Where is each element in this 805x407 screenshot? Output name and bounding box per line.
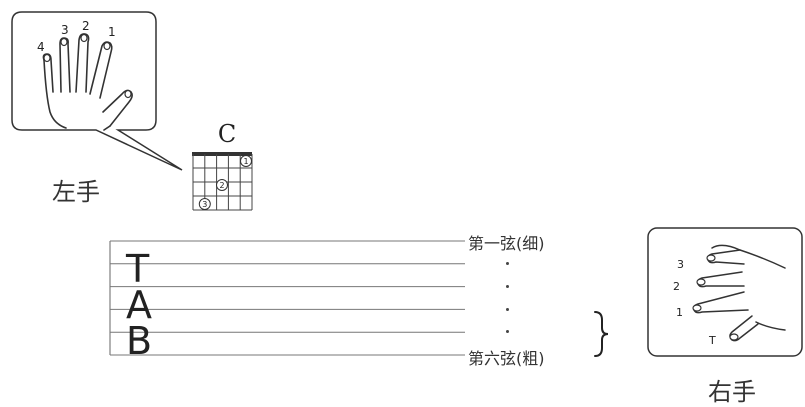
right-finger-label-thumb: T [708, 334, 716, 347]
finger-number-2: 2 [82, 19, 90, 33]
string-last-label: 第六弦(粗) [468, 349, 545, 368]
ellipsis-dot [506, 285, 509, 288]
tab-strings [110, 240, 465, 356]
left-hand-panel: 1 2 3 4 [11, 11, 183, 171]
tab-letter-a: A [126, 283, 152, 327]
chord-nut [192, 152, 252, 156]
right-fingertip-circles [692, 254, 739, 341]
right-hand-panel: 3 2 1 T [647, 227, 803, 357]
svg-text:3: 3 [202, 200, 207, 209]
curly-brace-icon [594, 311, 609, 357]
ellipsis-dot [506, 262, 509, 265]
left-hand-label: 左手 [52, 178, 100, 206]
tab-staff: T A B [109, 240, 465, 358]
ellipsis-dot [506, 308, 509, 311]
chord-finger-marker-2: 2 [216, 179, 228, 191]
ellipsis-dot [506, 330, 509, 333]
chord-finger-marker-1: 1 [240, 155, 252, 167]
string-first-label: 第一弦(细) [468, 234, 545, 253]
fingertip-circles [43, 33, 132, 99]
chord-name-label: C [217, 120, 237, 148]
tab-letter-b: B [126, 319, 152, 358]
right-finger-label-3: 3 [677, 258, 684, 271]
svg-text:2: 2 [219, 181, 224, 190]
right-hand-label: 右手 [708, 378, 756, 406]
svg-text:1: 1 [243, 157, 248, 166]
chord-finger-marker-3: 3 [198, 198, 211, 210]
finger-number-4: 4 [37, 40, 45, 54]
right-finger-label-1: 1 [676, 306, 683, 319]
right-hand-frame [647, 227, 803, 357]
speech-bubble [11, 11, 183, 171]
chord-diagram: 1 2 3 [192, 152, 253, 211]
right-finger-label-2: 2 [673, 280, 680, 293]
finger-number-1: 1 [108, 25, 116, 39]
finger-number-3: 3 [61, 23, 69, 37]
tab-letter-t: T [125, 247, 150, 291]
